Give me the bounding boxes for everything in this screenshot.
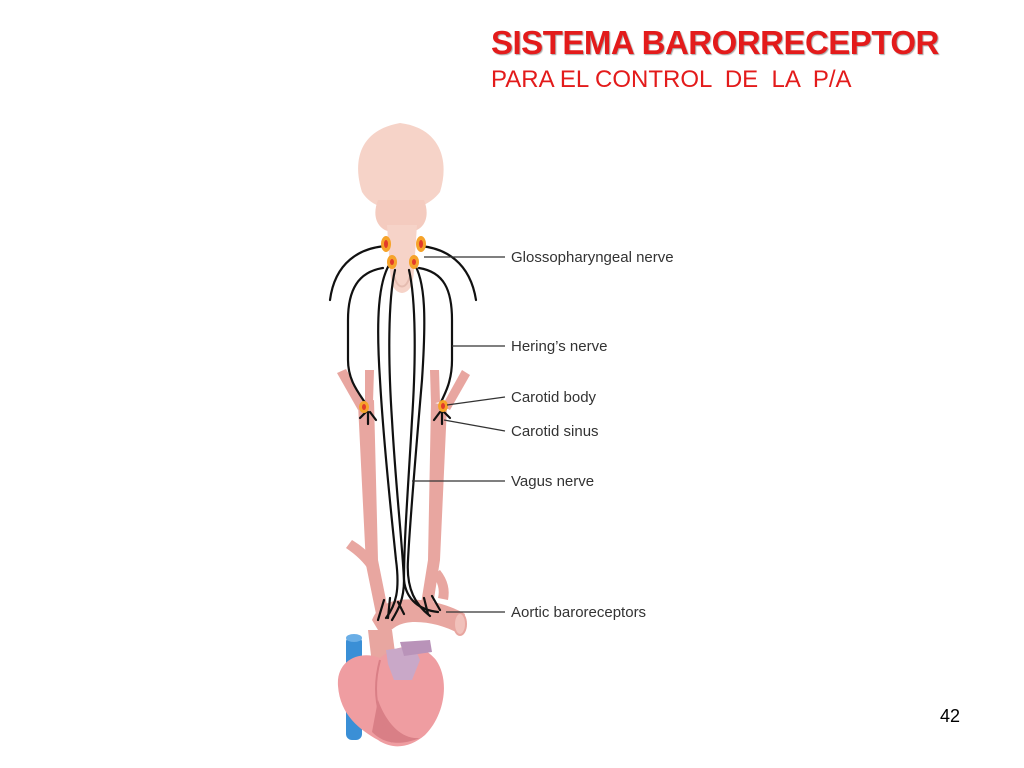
left-sinus-endings	[358, 410, 378, 426]
left-common-carotid	[358, 400, 388, 614]
label-vagus-nerve: Vagus nerve	[511, 473, 594, 490]
label-aortic-baroreceptors: Aortic baroreceptors	[511, 604, 646, 621]
left-inferior-ganglion-core	[390, 259, 394, 265]
arteries	[337, 369, 470, 664]
right-subclavian	[432, 570, 449, 600]
right-herings-nerve	[417, 266, 454, 406]
left-herings-nerve	[346, 266, 385, 406]
left-vagus-nerve	[377, 260, 399, 620]
label-carotid-sinus: Carotid sinus	[511, 423, 599, 440]
heart-shading	[372, 700, 420, 743]
right-glossopharyngeal-nerve	[418, 244, 478, 302]
ganglia	[359, 236, 448, 413]
left-internal-carotid	[365, 370, 374, 404]
left-carotid-body-core	[362, 404, 366, 410]
leader-carotid-sinus	[443, 419, 506, 432]
brain-illustration	[358, 123, 444, 293]
aortic-nerve-branches	[376, 594, 442, 622]
diagram-labels: Glossopharyngeal nerve Hering’s nerve Ca…	[511, 249, 674, 621]
slide-number: 42	[940, 706, 961, 726]
aortic-arch	[372, 599, 465, 640]
right-common-carotid	[420, 402, 447, 612]
right-sinus-endings	[432, 410, 452, 426]
label-glossopharyngeal-nerve: Glossopharyngeal nerve	[511, 249, 674, 266]
pulmonary-branch	[400, 640, 432, 656]
leader-lines	[412, 256, 506, 613]
inner-right-nerve	[402, 268, 440, 614]
right-carotid-body-core	[441, 403, 445, 409]
heart-groove	[375, 659, 393, 743]
right-inferior-ganglion-core	[412, 259, 416, 265]
cerebrum	[358, 123, 444, 210]
heart-illustration	[337, 634, 444, 747]
left-superior-ganglion-core	[384, 240, 388, 248]
spinal-tip	[393, 275, 411, 288]
vena-cava-top	[346, 634, 362, 642]
right-superior-ganglion-core	[419, 240, 423, 248]
right-vagus-nerve	[406, 260, 432, 618]
slide-title: SISTEMA BARORRECEPTOR	[491, 24, 939, 61]
label-herings-nerve: Hering’s nerve	[511, 338, 607, 355]
nerves	[328, 244, 478, 622]
left-external-carotid	[337, 369, 366, 410]
inner-left-nerve	[388, 268, 406, 622]
label-carotid-body: Carotid body	[511, 389, 597, 406]
left-subclavian	[346, 540, 376, 572]
slide-subtitle: PARA EL CONTROL DE LA P/A	[491, 66, 852, 93]
right-internal-carotid	[430, 370, 440, 404]
left-glossopharyngeal-nerve	[328, 244, 388, 302]
heart	[337, 646, 444, 747]
leader-carotid-body	[446, 396, 506, 406]
right-external-carotid	[442, 370, 470, 410]
aorta-cut	[453, 612, 467, 636]
cerebellum	[375, 200, 427, 232]
